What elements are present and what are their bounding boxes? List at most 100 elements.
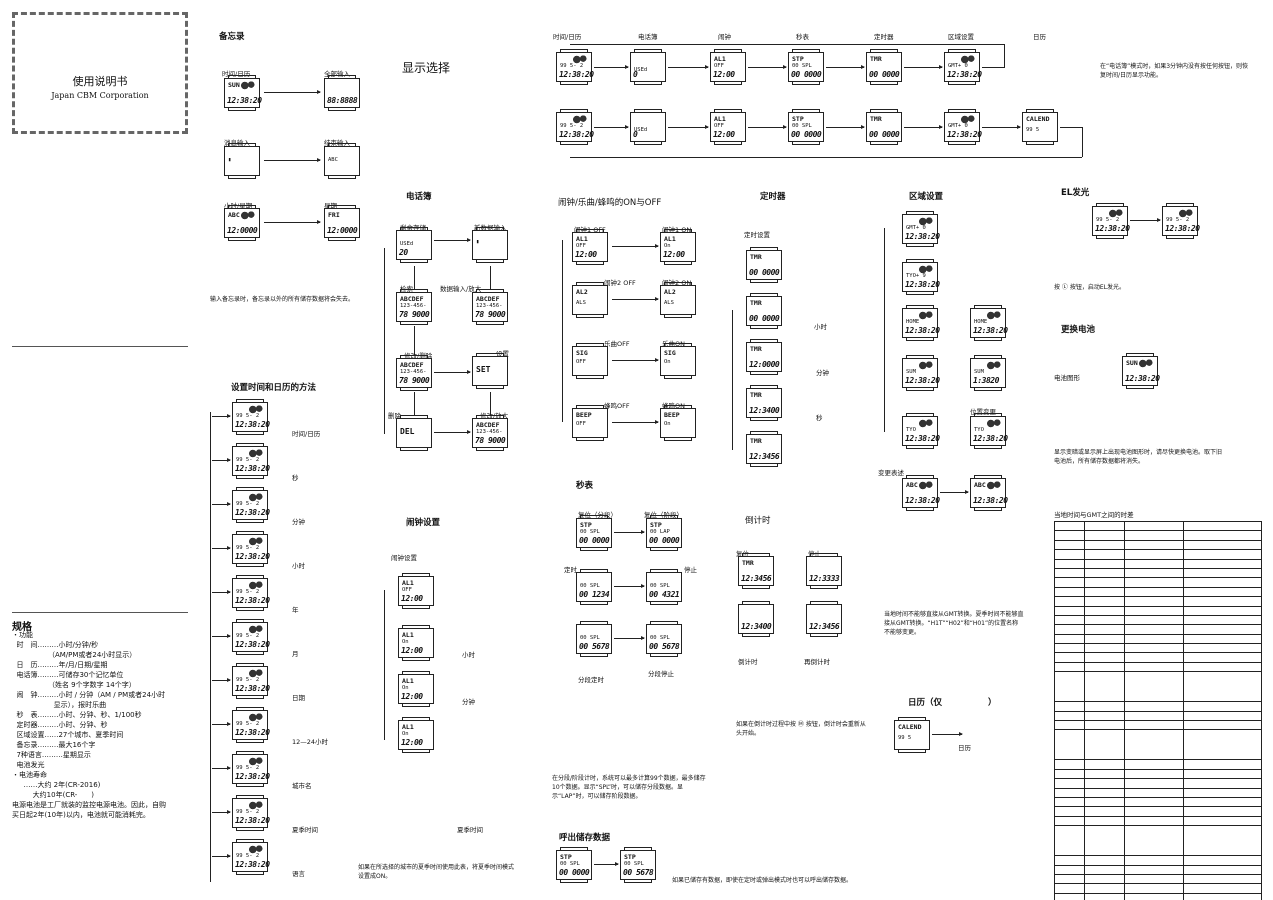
- alarm-label: 乐曲OFF: [604, 340, 630, 348]
- flow-line: [490, 392, 491, 416]
- gmt-row: [1054, 729, 1262, 761]
- gmt-row: [1054, 530, 1262, 541]
- settime-label: 城市名: [292, 782, 312, 790]
- cover-box: 使用说明书 Japan CBM Corporation: [12, 12, 188, 134]
- pb-watch-del: DEL: [396, 415, 432, 451]
- settime-label: 语言: [292, 870, 305, 878]
- world-map-icon: [986, 481, 1002, 490]
- world-map-icon: [248, 493, 264, 502]
- flow-line: [414, 392, 415, 416]
- flow-arrow: [748, 65, 787, 69]
- recall-note: 如果已储存有数据，即使在定时或弹出模式时也可以呼出储存数据。: [672, 877, 853, 884]
- flow-arrow: [826, 125, 865, 129]
- flow-line: [570, 44, 1004, 45]
- world-map-icon: [248, 581, 264, 590]
- flow-arrow: [212, 766, 231, 770]
- flow-line: [384, 590, 385, 740]
- flow-arrow: [612, 358, 659, 362]
- world-map-icon: [918, 265, 934, 274]
- world-map-icon: [918, 419, 934, 428]
- flow-arrow: [264, 158, 321, 162]
- specs-list: ・功能 时 间………小时/分钟/秒 （AM/PM或者24小时显示） 日 历…………: [12, 631, 166, 819]
- gmt-row: [1054, 864, 1262, 875]
- sw-label: 停止: [684, 566, 697, 574]
- battery-heading: 更换电池: [1061, 325, 1096, 335]
- flow-line: [562, 240, 563, 422]
- flow-line: [570, 157, 1082, 158]
- flow-arrow: [264, 90, 321, 94]
- pb-watch-new: ▮: [472, 227, 508, 263]
- world-label: 变更表述: [878, 469, 904, 477]
- gmt-row: [1054, 652, 1262, 663]
- settime-label: 秒: [292, 474, 299, 482]
- flow-arrow: [612, 244, 659, 248]
- world-map-icon: [986, 361, 1002, 370]
- gmt-row: [1054, 624, 1262, 635]
- alarm-set-subheading: 闹钟设置: [391, 554, 417, 562]
- memo-label: 小时/星期: [224, 200, 252, 210]
- flow-arrow: [212, 810, 231, 814]
- alarmset-minute: 分钟: [462, 698, 475, 706]
- flow-arrow: [982, 125, 1021, 129]
- cd-watch-3: 12:3400: [738, 601, 774, 637]
- flow-arrow: [434, 370, 471, 374]
- alarm-label: 闹钟2 ON: [662, 277, 691, 287]
- gmt-heading: 当地时间与GMT之间的时差: [1054, 511, 1134, 519]
- alarmset-dst: 夏季时间: [457, 826, 483, 834]
- world-map-icon: [572, 115, 588, 124]
- sw-label: 分段定时: [578, 676, 604, 684]
- flow-arrow: [1130, 218, 1161, 222]
- flow-arrow: [212, 854, 231, 858]
- gmt-row: [1054, 701, 1262, 712]
- gmt-row: [1054, 796, 1262, 808]
- cd-note: 如果在倒计时过程中按 Ⓜ 按钮，倒计时会重新从头开始。: [736, 721, 866, 737]
- pb-label: 数据输入/放大: [440, 285, 482, 293]
- world-map-icon: [986, 419, 1002, 428]
- world-map-icon: [248, 669, 264, 678]
- countdown-heading: 倒计时: [745, 516, 771, 526]
- flow-line: [1060, 127, 1082, 128]
- gmt-row: [1054, 549, 1262, 560]
- world-map-icon: [248, 845, 264, 854]
- world-map-icon: [918, 361, 934, 370]
- gmt-row: [1054, 558, 1262, 569]
- gmt-row: [1054, 614, 1262, 626]
- cd-label: 再倒计时: [804, 658, 830, 666]
- flow-arrow: [212, 546, 231, 550]
- company-name: Japan CBM Corporation: [51, 91, 149, 100]
- stopwatch-heading: 秒表: [576, 481, 594, 491]
- flow-arrow: [594, 125, 629, 129]
- mode-stopwatch: 秒表: [796, 33, 809, 41]
- timer-hour: 小时: [814, 323, 827, 331]
- flow-arrow: [614, 636, 645, 640]
- alarm-label: 蜂鸣ON: [662, 400, 685, 410]
- mode-world: 区域设置: [948, 33, 974, 41]
- gmt-row: [1054, 539, 1262, 551]
- world-map-icon: [240, 81, 256, 90]
- flow-arrow: [940, 490, 969, 494]
- world-map-icon: [248, 405, 264, 414]
- alarm-label: 闹钟1 ON: [662, 224, 691, 234]
- gmt-row: [1054, 567, 1262, 579]
